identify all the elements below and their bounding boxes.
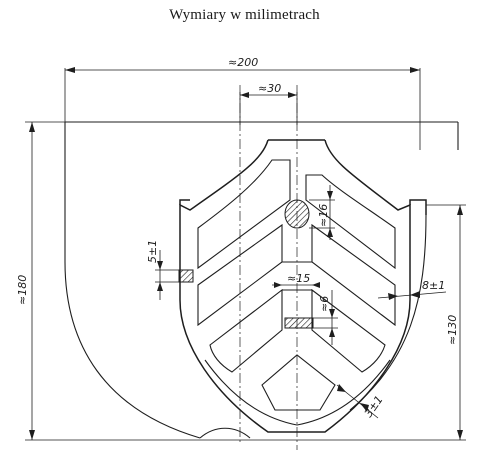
slot-height-label: ≈6 xyxy=(318,296,331,312)
slot-section-hatch xyxy=(284,317,314,329)
profile-cavities xyxy=(197,159,396,426)
dim-overall-width xyxy=(64,67,421,150)
center-width-label: ≈30 xyxy=(258,82,281,95)
drawing-title: Wymiary w milimetrach xyxy=(169,7,320,23)
right-height-label: ≈130 xyxy=(446,315,459,345)
oval-section-hatch xyxy=(284,199,310,229)
dim-center-width xyxy=(239,92,298,125)
dim-wall-thickness xyxy=(336,384,379,419)
left-slot-hatch xyxy=(178,269,194,283)
rib-thickness-label: 8±1 xyxy=(422,279,445,292)
outer-body-outline xyxy=(64,121,459,439)
slot-width-label: ≈15 xyxy=(287,272,310,285)
overall-width-label: ≈200 xyxy=(228,56,258,69)
oval-height-label: ≈16 xyxy=(317,204,330,227)
overall-height-label: ≈180 xyxy=(16,275,29,305)
center-lines xyxy=(239,85,298,450)
dim-rib-thickness xyxy=(377,291,447,300)
wall-thickness-label: 3±1 xyxy=(362,393,386,419)
dim-oval-height xyxy=(309,185,335,240)
left-slot-label: 5±1 xyxy=(146,240,159,263)
dim-right-height xyxy=(426,204,466,440)
dim-overall-height xyxy=(25,121,65,440)
dim-slot-width xyxy=(272,282,320,288)
profile-outer-contour xyxy=(179,139,427,433)
dim-slot-height xyxy=(313,290,338,345)
dim-left-slot xyxy=(155,250,180,300)
